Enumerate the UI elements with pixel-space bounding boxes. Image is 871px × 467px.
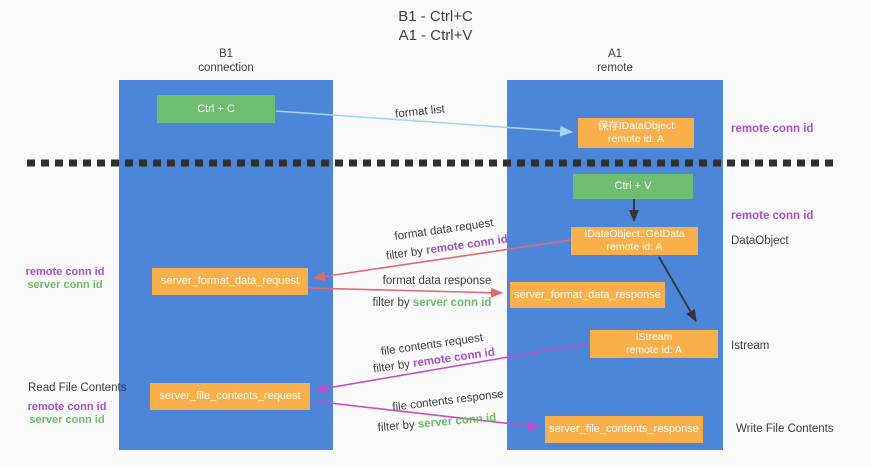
server-file-contents-request-label: server_file_contents_request xyxy=(159,390,301,402)
remote-conn-id-annotation-top: remote conn id xyxy=(731,123,814,135)
file-contents-request-arrow xyxy=(315,342,591,394)
diagram-title: B1 - Ctrl+C A1 - Ctrl+V xyxy=(0,7,871,45)
remote-conn-id-text: remote conn id xyxy=(27,401,107,413)
remote-conn-id-annotation-mid: remote conn id xyxy=(731,210,814,222)
save-dataobject-line2: remote id: A xyxy=(607,133,665,145)
left-conn-id-annotation-top: remote conn id server conn id xyxy=(25,266,105,292)
server-format-data-request-label: server_format_data_request xyxy=(160,275,300,287)
ctrl-v-box: Ctrl + V xyxy=(573,174,693,199)
format-data-response-arrow xyxy=(307,287,503,298)
istream-line2: remote id: A xyxy=(625,344,683,356)
title-line-a1: A1 - Ctrl+V xyxy=(398,27,473,44)
server-conn-id-text: server conn id xyxy=(27,279,103,291)
save-dataobject-line1: 保存IDataObject xyxy=(597,120,675,132)
dataobject-annotation: DataObject xyxy=(731,235,789,247)
format-list-arrow xyxy=(275,110,573,137)
server-conn-id-text: server conn id xyxy=(29,414,105,426)
format-data-request-arrow xyxy=(313,239,572,282)
server-format-data-response-label: server_format_data_response xyxy=(514,288,661,301)
write-file-contents-annotation: Write File Contents xyxy=(736,423,834,435)
istream-annotation: Istream xyxy=(731,340,770,352)
server-conn-id-text: server conn id xyxy=(412,297,492,309)
server-file-contents-response-label: server_file_contents_response xyxy=(549,423,699,435)
server-file-contents-request-box: server_file_contents_request xyxy=(150,383,310,410)
ctrl-c-box: Ctrl + C xyxy=(157,95,275,123)
left-conn-id-annotation-bottom: remote conn id server conn id xyxy=(27,401,107,427)
getdata-line2: remote id: A xyxy=(606,241,663,253)
lane-a1-subtitle: remote xyxy=(597,62,633,74)
getdata-line1: IDataObject::GetData xyxy=(584,228,685,240)
remote-conn-id-text: remote conn id xyxy=(25,266,105,278)
lane-header-b1-connection: B1 connection xyxy=(119,47,333,75)
read-file-contents-annotation: Read File Contents xyxy=(28,382,127,394)
istream-line1: IStream xyxy=(635,331,673,343)
lane-a1-title: A1 xyxy=(607,48,623,60)
lane-b1-title: B1 xyxy=(218,48,234,60)
lane-header-a1-remote: A1 remote xyxy=(507,47,723,75)
filter-by-text: filter by xyxy=(372,297,410,309)
server-format-data-response-box: server_format_data_response xyxy=(510,282,665,308)
idataobject-getdata-box: IDataObject::GetData remote id: A xyxy=(571,227,698,255)
ctrl-c-label: Ctrl + C xyxy=(197,102,235,115)
ctrl-v-label: Ctrl + V xyxy=(614,180,652,192)
server-format-data-request-box: server_format_data_request xyxy=(152,268,308,295)
save-dataobject-box: 保存IDataObject remote id: A xyxy=(578,118,694,148)
istream-box: IStream remote id: A xyxy=(590,330,718,358)
lane-b1-subtitle: connection xyxy=(198,62,254,74)
file-contents-response-arrow xyxy=(311,400,540,431)
format-data-response-filter-label: filter by server conn id xyxy=(373,297,492,309)
server-file-contents-response-box: server_file_contents_response xyxy=(545,416,703,443)
getdata-to-istream-arrow xyxy=(658,256,697,322)
title-line-b1: B1 - Ctrl+C xyxy=(398,8,473,25)
format-data-response-label: format data response xyxy=(382,275,492,287)
